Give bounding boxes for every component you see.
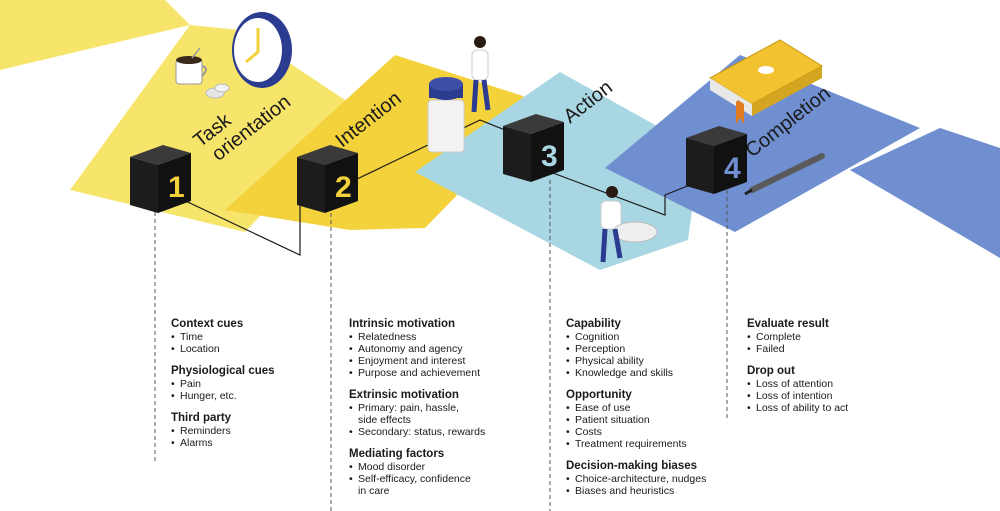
stage-1-cube: 1 xyxy=(130,145,191,213)
stage1-plane-back xyxy=(0,0,190,70)
list-item: Failed xyxy=(747,343,848,355)
section-heading: Third party xyxy=(171,412,232,424)
section-list: Loss of attention Loss of intention Loss… xyxy=(747,378,848,414)
list-item: Perception xyxy=(566,343,706,355)
pills-icon xyxy=(205,83,230,99)
section-heading: Intrinsic motivation xyxy=(349,318,456,330)
column-task-orientation: Context cues Time Location Physiological… xyxy=(171,318,275,459)
stage-4-number: 4 xyxy=(724,152,741,185)
list-item: Autonomy and agency xyxy=(349,343,519,355)
list-item: Patient situation xyxy=(566,414,706,426)
section-heading: Context cues xyxy=(171,318,244,330)
list-item: Knowledge and skills xyxy=(566,367,706,379)
list-item: Relatedness xyxy=(349,331,519,343)
list-item: Enjoyment and interest xyxy=(349,355,519,367)
list-item: Pain xyxy=(171,378,275,390)
section-heading: Mediating factors xyxy=(349,448,445,460)
pill-bottle-icon xyxy=(427,77,465,153)
section-list: Choice-architecture, nudges Biases and h… xyxy=(566,473,706,497)
list-item: Purpose and achievement xyxy=(349,367,519,379)
section-heading: Capability xyxy=(566,318,621,330)
section-heading: Evaluate result xyxy=(747,318,829,330)
list-item: Location xyxy=(171,343,275,355)
section-heading: Decision-making biases xyxy=(566,460,698,472)
section-heading: Drop out xyxy=(747,365,795,377)
section-list: Time Location xyxy=(171,331,275,355)
list-item: Physical ability xyxy=(566,355,706,367)
pen-icon xyxy=(744,153,825,196)
section-list: Pain Hunger, etc. xyxy=(171,378,275,402)
list-item: Primary: pain, hassle, side effects xyxy=(349,402,470,426)
stage-2-number: 2 xyxy=(335,171,352,204)
list-item: Reminders xyxy=(171,425,275,437)
stage-3-number: 3 xyxy=(541,140,558,173)
list-item: Self-efficacy, confidence in care xyxy=(349,473,476,497)
list-item: Time xyxy=(171,331,275,343)
section-list: Mood disorder Self-efficacy, confidence … xyxy=(349,461,519,497)
section-list: Primary: pain, hassle, side effects Seco… xyxy=(349,402,519,438)
stage-1-number: 1 xyxy=(168,171,185,204)
list-item: Cognition xyxy=(566,331,706,343)
section-list: Reminders Alarms xyxy=(171,425,275,449)
list-item: Loss of ability to act xyxy=(747,402,848,414)
list-item: Complete xyxy=(747,331,848,343)
section-heading: Opportunity xyxy=(566,389,632,401)
list-item: Mood disorder xyxy=(349,461,519,473)
section-heading: Extrinsic motivation xyxy=(349,389,459,401)
coffee-cup-icon xyxy=(175,47,207,85)
list-item: Loss of attention xyxy=(747,378,848,390)
stage-2-cube: 2 xyxy=(297,145,358,213)
notebook-icon xyxy=(709,39,823,124)
list-item: Ease of use xyxy=(566,402,706,414)
column-completion: Evaluate result Complete Failed Drop out… xyxy=(747,318,848,424)
section-list: Complete Failed xyxy=(747,331,848,355)
column-action: Capability Cognition Perception Physical… xyxy=(566,318,706,507)
list-item: Biases and heuristics xyxy=(566,485,706,497)
stage-4-cube: 4 xyxy=(686,126,747,194)
connector-3-4 xyxy=(544,169,691,216)
section-list: Relatedness Autonomy and agency Enjoymen… xyxy=(349,331,519,379)
list-item: Choice-architecture, nudges xyxy=(566,473,706,485)
list-item: Treatment requirements xyxy=(566,438,706,450)
stage4-plane-tail xyxy=(850,128,1000,258)
clock-icon xyxy=(232,12,292,88)
person-icon xyxy=(471,36,491,113)
section-list: Cognition Perception Physical ability Kn… xyxy=(566,331,706,379)
list-item: Alarms xyxy=(171,437,275,449)
list-item: Costs xyxy=(566,426,706,438)
list-item: Secondary: status, rewards xyxy=(349,426,519,438)
section-list: Ease of use Patient situation Costs Trea… xyxy=(566,402,706,450)
column-intention: Intrinsic motivation Relatedness Autonom… xyxy=(349,318,519,507)
connector-2-3 xyxy=(354,119,506,181)
list-item: Loss of intention xyxy=(747,390,848,402)
stage-3-cube: 3 xyxy=(503,114,564,182)
person-carrying-pill-icon xyxy=(600,186,658,263)
list-item: Hunger, etc. xyxy=(171,390,275,402)
section-heading: Physiological cues xyxy=(171,365,275,377)
